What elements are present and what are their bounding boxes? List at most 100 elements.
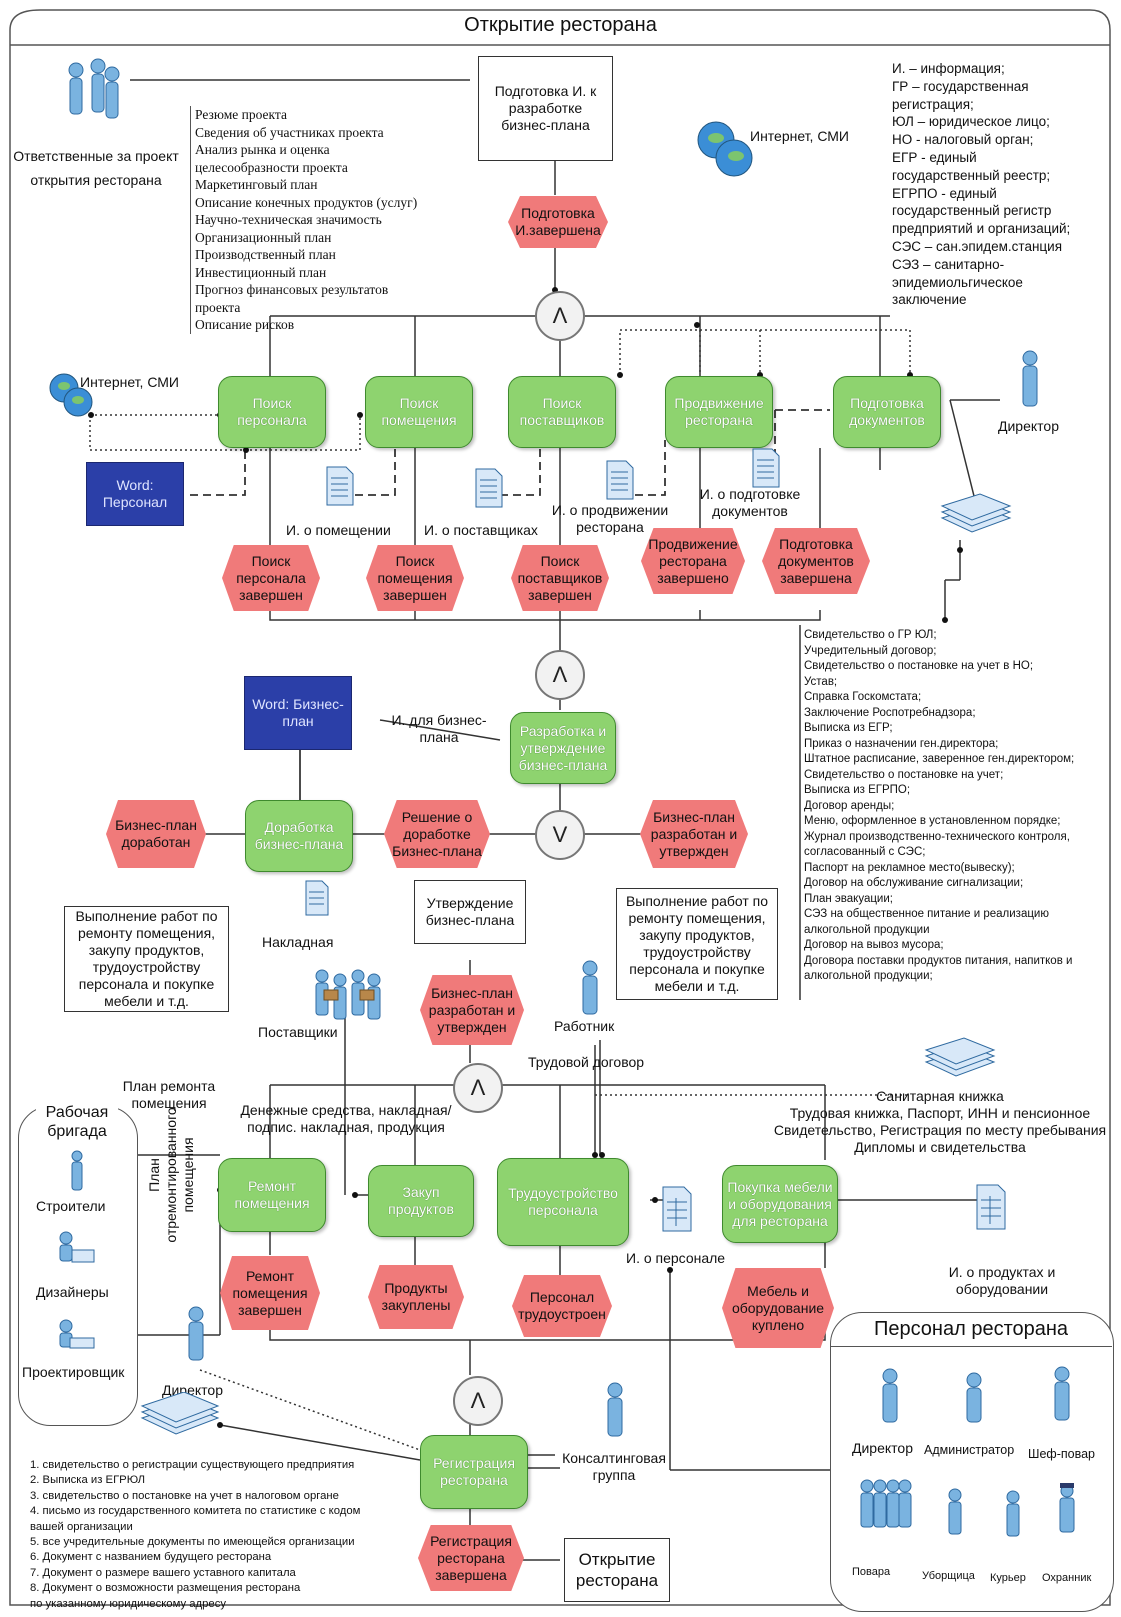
document-item: Справка Госкомстата; (804, 691, 922, 703)
designer-desk-icon (59, 1319, 95, 1349)
function-purchase: Закуп продуктов (368, 1165, 474, 1237)
bp-approval-document: Утверждение бизнес-плана (414, 880, 526, 944)
event-products-bought: Продукты закуплены (368, 1265, 464, 1329)
document-item: Заключение Роспотребнадзора; (804, 706, 976, 719)
team-member: Строители (36, 1198, 106, 1214)
bp-section: Анализ рынка и оценка (195, 142, 330, 157)
guard-icon (1059, 1483, 1075, 1533)
director-label-top: Директор (998, 418, 1059, 434)
bp-section: Описание конечных продуктов (услуг) (195, 194, 418, 210)
responsible-label: Ответственные за проект открытия рестора… (13, 148, 179, 188)
documents-stack-icon (940, 493, 1012, 533)
works-document-right: Выполнение работ по ремонту помещения, з… (616, 888, 778, 1000)
event-bp-approved-center: Бизнес-план разработан и утвержден (420, 975, 524, 1045)
legend-line: ЮЛ – юридическое лицо; (892, 114, 1050, 130)
works-document-left: Выполнение работ по ремонту помещения, з… (64, 906, 229, 1012)
event-bp-revised: Бизнес-план доработан (106, 800, 206, 868)
document-item: Договор на вывоз мусора; (804, 939, 944, 951)
page-title: Открытие ресторана (464, 14, 657, 36)
info-staff-label: И. о персонале (626, 1250, 726, 1266)
labor-contract-label: Трудовой договор (528, 1054, 645, 1070)
money-label: Денежные средства, накладная/ подпис. на… (240, 1102, 452, 1135)
bp-section: Резюме проекта (195, 107, 287, 122)
event-search-suppliers-done: Поиск поставщиков завершен (511, 545, 609, 611)
event-bp-decision: Решение о доработке Бизнес-плана (384, 800, 490, 868)
function-search-premises: Поиск помещения (365, 376, 473, 448)
function-hiring: Трудоустройство персонала (497, 1158, 629, 1246)
worker-label: Работник (554, 1018, 615, 1034)
staff-role: Охранник (1042, 1572, 1092, 1584)
event-bp-approved-right: Бизнес-план разработан и утвержден (640, 800, 748, 868)
worker-icon (582, 960, 598, 1015)
and-operator: Λ (535, 650, 585, 700)
bp-section: Сведения об участниках проекта (195, 124, 384, 140)
document-item: Паспорт на рекламное место(вывеску); (804, 861, 1015, 874)
event-furniture-bought: Мебель и оборудование куплено (722, 1268, 834, 1348)
legend-line: государственный регистр (892, 203, 1052, 219)
document-item: Меню, оформленное в установленном порядк… (804, 815, 1061, 827)
legend-line: заключение (892, 292, 967, 308)
and-operator: Λ (453, 1063, 503, 1113)
suppliers-icon (315, 969, 381, 1020)
renovated-plan-label: План отремонтированного помещения (146, 1107, 196, 1243)
legend-line: СЭС – сан.эпидем.станция (892, 238, 1063, 254)
function-furniture: Покупка мебели и оборудования для рестор… (722, 1165, 838, 1243)
internet-label-left: Интернет, СМИ (80, 374, 179, 390)
event-search-staff-done: Поиск персонала завершен (222, 545, 320, 611)
staff-panel (830, 1312, 1114, 1612)
document-item: Приказ о назначении ген.директора; (804, 737, 999, 750)
legend-line: эпидемиольгическое (892, 274, 1023, 290)
staff-role: Повара (852, 1566, 891, 1578)
document-item: Свидетельство о постановке на учет в НО; (804, 660, 1034, 672)
word-staff-document: Word: Персонал (86, 462, 184, 526)
function-prepare-docs: Подготовка документов (833, 376, 941, 448)
director-icon (188, 1306, 204, 1361)
bp-section: Организационный план (195, 229, 332, 245)
document-item: Штатное расписание, заверенное ген.дирек… (804, 753, 1075, 765)
staff-role: Администратор (924, 1443, 1015, 1457)
designer-icon (59, 1231, 95, 1263)
staff-role: Уборщица (922, 1570, 975, 1582)
globe-icon (697, 121, 753, 177)
event-staff-hired: Персонал трудоустроен (512, 1275, 612, 1337)
hiring-documents: Санитарная книжка Трудовая книжка, Паспо… (760, 1088, 1120, 1156)
repair-plan-label: План ремонта помещения (122, 1078, 216, 1111)
legend-line: СЭЗ – санитарно- (892, 256, 1005, 272)
registration-docs-list: 1. свидетельство о регистрации существую… (30, 1458, 420, 1612)
responsible-persons-icon (68, 58, 120, 119)
hiring-doc-line: Трудовая книжка, Паспорт, ИНН и пенсионн… (789, 1105, 1091, 1121)
document-item: План эвакуации; (804, 892, 893, 905)
bp-section: Научно-техническая значимость (195, 212, 382, 227)
documents-stack-icon (140, 1392, 220, 1435)
document-item: Договор аренды; (804, 799, 895, 812)
info-docs-label: И. о подготовке документов (699, 486, 801, 519)
bp-section: целесообразности проекта (195, 159, 348, 175)
info-suppliers-label: И. о поставщиках (424, 522, 538, 538)
administrator-icon (966, 1372, 982, 1423)
documents-stack-icon (924, 1037, 996, 1077)
legend-line: предприятий и организаций; (892, 221, 1071, 237)
hiring-doc-line: Санитарная книжка (876, 1088, 1004, 1104)
hiring-doc-line: Дипломы и свидетельства (854, 1139, 1026, 1155)
builder-icon (71, 1150, 83, 1191)
document-item: алкогольной продукции (804, 923, 930, 936)
or-operator: V (535, 810, 585, 860)
business-plan-sections: Резюме проекта Сведения об участниках пр… (190, 106, 417, 334)
director-icon (882, 1368, 898, 1423)
document-item: Выписка из ЕГР; (804, 722, 893, 734)
bp-section: Описание рисков (195, 317, 295, 332)
consultant-icon (607, 1382, 623, 1437)
documents-list: Свидетельство о ГР ЮЛ; Учредительный дог… (804, 628, 1114, 985)
document-item: Договор на обслуживание сигнализации; (804, 877, 1024, 889)
legend-line: НО - налоговый орган; (892, 132, 1034, 148)
registration-doc-item: 3. свидетельство о постановке на учет в … (30, 1489, 339, 1502)
registration-doc-item: 7. Документ о размере вашего уставного к… (30, 1566, 296, 1579)
cooks-icon (860, 1479, 912, 1528)
event-docs-done: Подготовка документов завершена (762, 528, 870, 594)
document-item: Свидетельство о ГР ЮЛ; (804, 629, 937, 641)
function-repair: Ремонт помещения (218, 1158, 326, 1232)
invoice-label: Накладная (262, 934, 334, 950)
bp-section: Прогноз финансовых результатов (195, 282, 389, 297)
document-icon (752, 448, 780, 488)
